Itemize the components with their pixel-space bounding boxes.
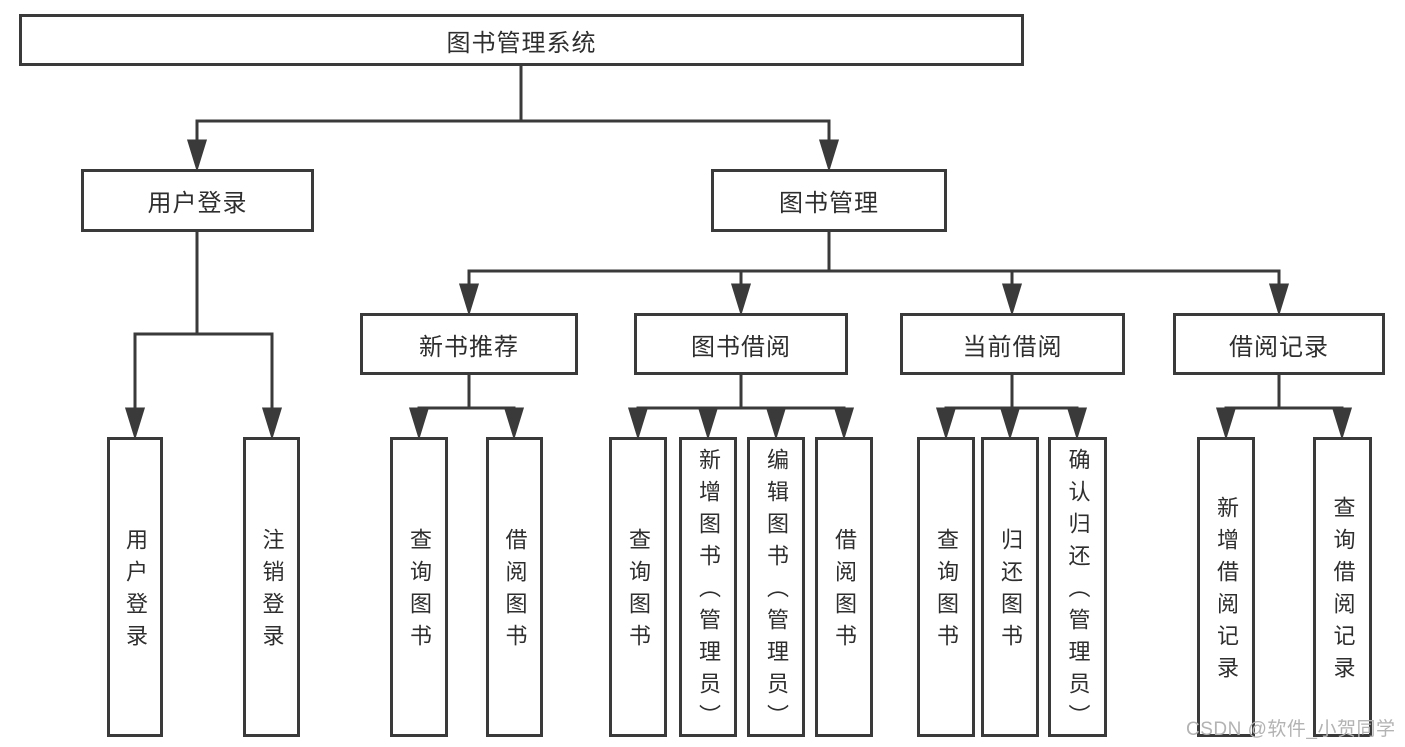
leaf-edit-books-admin: 编辑图书（管理员）: [747, 437, 805, 737]
watermark-text: CSDN @软件_小贺同学: [1186, 719, 1396, 740]
node-new-book-recommendation: 新书推荐: [360, 313, 578, 375]
leaf-add-books-admin: 新增图书（管理员）: [679, 437, 737, 737]
connector-root-to-level2: [186, 64, 840, 173]
leaf-add-borrow-record: 新增借阅记录: [1197, 437, 1255, 737]
connector-book-borrow-children: [627, 373, 855, 441]
connector-new-book-children: [408, 373, 525, 441]
leaf-borrow-books-2: 借阅图书: [815, 437, 873, 737]
leaf-query-books-2: 查询图书: [609, 437, 667, 737]
node-library-management-system: 图书管理系统: [19, 14, 1024, 66]
node-current-borrowing: 当前借阅: [900, 313, 1125, 375]
node-user-login: 用户登录: [81, 169, 314, 232]
node-book-management: 图书管理: [711, 169, 947, 232]
leaf-query-books-1: 查询图书: [390, 437, 448, 737]
connector-user-login-children: [124, 230, 283, 441]
connector-current-borrow-children: [935, 373, 1088, 441]
leaf-borrow-books-1: 借阅图书: [486, 437, 543, 737]
connector-borrow-record-children: [1215, 373, 1353, 441]
leaf-query-borrow-record: 查询借阅记录: [1313, 437, 1372, 737]
leaf-return-books: 归还图书: [981, 437, 1039, 737]
leaf-user-login: 用户登录: [107, 437, 163, 737]
node-borrowing-records: 借阅记录: [1173, 313, 1385, 375]
leaf-logout-login: 注销登录: [243, 437, 300, 737]
leaf-confirm-return-admin: 确认归还（管理员）: [1048, 437, 1107, 737]
connector-book-management-children: [458, 230, 1290, 317]
leaf-query-books-3: 查询图书: [917, 437, 975, 737]
node-book-borrowing: 图书借阅: [634, 313, 848, 375]
